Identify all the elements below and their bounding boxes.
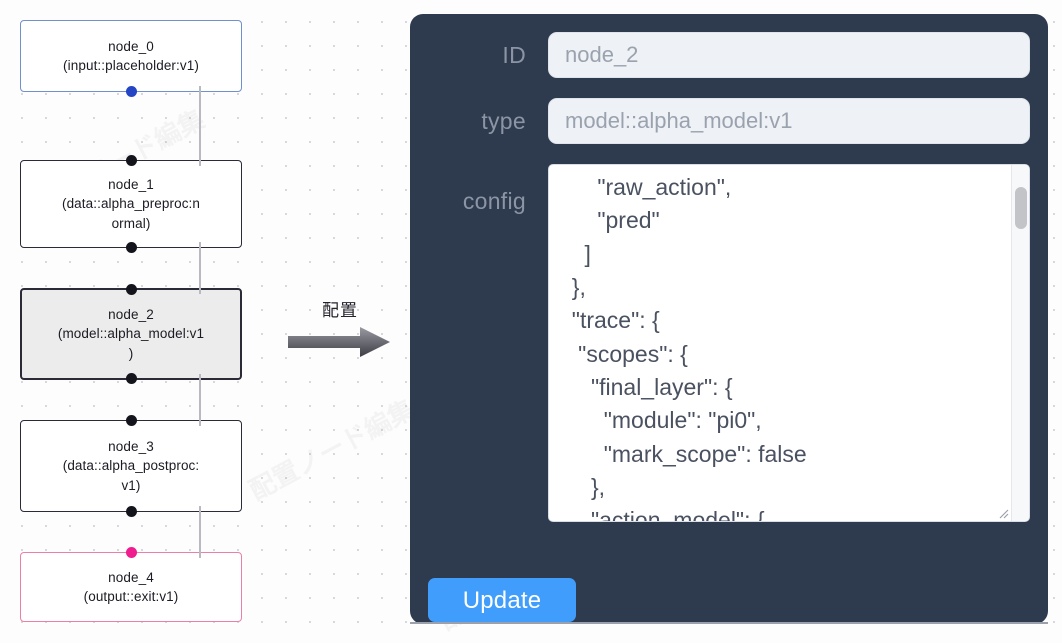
graph-node-node_1[interactable]: node_1 (data::alpha_preproc:n ormal) [20,155,242,253]
graph-node-node_0[interactable]: node_0 (input::placeholder:v1) [20,20,242,97]
type-field-label: type [481,107,526,134]
annotation-arrow-group: 配置 [286,296,394,359]
node-handle-target-icon[interactable] [125,155,137,166]
config-field-label: config [462,188,526,214]
edge-node3-node4 [199,506,201,558]
type-input[interactable]: model::alpha_model:v1 [548,98,1030,144]
config-scrollbar-thumb[interactable] [1015,187,1027,229]
node-handle-target-icon[interactable] [125,415,137,426]
annotation-arrow-label: 配置 [322,301,358,321]
node-handle-source-icon[interactable] [125,242,137,253]
id-field-row: ID node_2 [428,32,1030,78]
graph-node-node_3[interactable]: node_3 (data::alpha_postproc: v1) [20,415,242,517]
graph-node-node_4[interactable]: node_4 (output::exit:v1) [20,547,242,622]
type-field-row: type model::alpha_model:v1 [428,98,1030,144]
graph-node-label: node_4 (output::exit:v1) [83,569,179,604]
node-handle-target-icon[interactable] [125,547,137,558]
edge-node2-node3 [199,374,201,426]
graph-node-label: node_0 (input::placeholder:v1) [63,38,199,73]
node-handle-source-icon[interactable] [125,373,137,384]
update-button[interactable]: Update [428,578,576,622]
node-handle-source-icon[interactable] [125,506,137,517]
node-handle-source-icon[interactable] [125,86,137,97]
right-arrow-icon [288,327,390,357]
graph-node-label: node_1 (data::alpha_preproc:n ormal) [61,177,201,231]
id-field-label: ID [502,41,526,68]
graph-node-label: node_3 (data::alpha_postproc: v1) [62,439,200,493]
config-textarea[interactable]: "raw_action", "pred" ] }, "trace": { "sc… [571,174,807,521]
edge-node1-node2 [199,242,201,294]
config-field-row: config "raw_action", "pred" ] }, "trace"… [428,164,1030,522]
graph-node-node_2[interactable]: node_2 (model::alpha_model:v1 ) [20,284,242,384]
id-input[interactable]: node_2 [548,32,1030,78]
config-textarea-scrollbar[interactable] [1011,165,1029,521]
edge-node0-node1 [199,86,201,166]
config-textarea-wrapper[interactable]: "raw_action", "pred" ] }, "trace": { "sc… [548,164,1030,522]
node-inspector-panel: ID node_2 type model::alpha_model:v1 con… [410,14,1048,624]
node-graph-canvas[interactable]: node_0 (input::placeholder:v1) node_1 (d… [0,0,400,643]
graph-node-label: node_2 (model::alpha_model:v1 ) [57,307,205,361]
node-handle-target-icon[interactable] [125,284,137,295]
resize-handle-icon[interactable] [996,506,1009,519]
panel-bottom-edge [410,622,1048,624]
